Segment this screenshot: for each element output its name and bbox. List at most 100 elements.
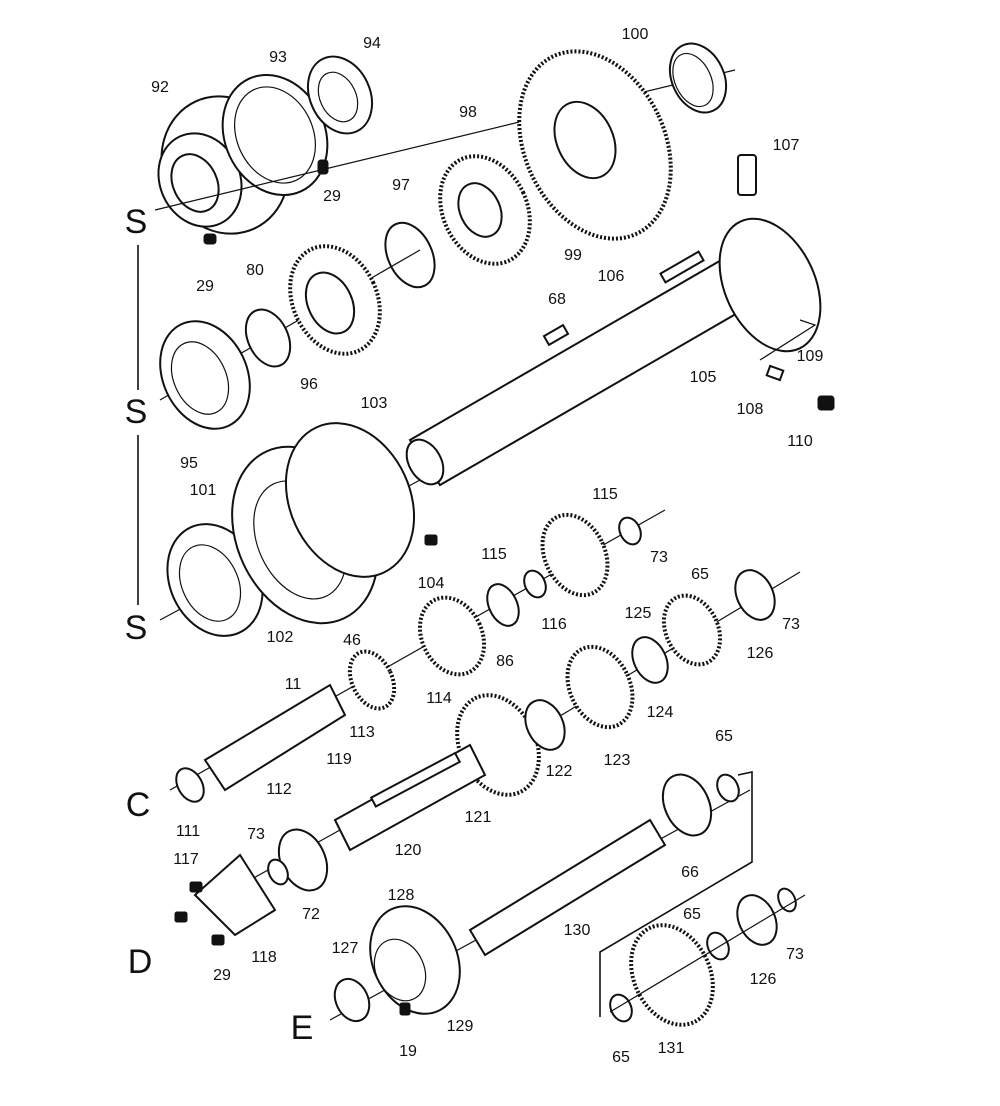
- gear-116: [540, 512, 610, 598]
- part-callout-65: 65: [715, 728, 733, 745]
- part-callout-72: 72: [302, 906, 320, 923]
- part-callout-117: 117: [173, 851, 199, 868]
- gear-114: [417, 595, 487, 677]
- part-callout-65: 65: [683, 906, 701, 923]
- part-callout-131: 131: [657, 1040, 685, 1057]
- part-callout-124: 124: [646, 704, 674, 721]
- ring-86: [486, 583, 520, 627]
- bearing-95: [159, 320, 251, 430]
- group-letter-s3: S: [124, 609, 148, 647]
- part-callout-66: 66: [681, 864, 699, 881]
- part-callout-29: 29: [213, 967, 231, 984]
- shaft-112: [175, 683, 347, 803]
- shaft-120: [333, 743, 487, 852]
- gear-113: [347, 649, 397, 711]
- screw-19-icon: [399, 1002, 411, 1016]
- part-callout-116: 116: [541, 616, 567, 633]
- washers-115: [523, 516, 642, 599]
- part-callout-68: 68: [548, 291, 566, 308]
- part-callout-92: 92: [151, 79, 169, 96]
- part-callout-121: 121: [464, 809, 492, 826]
- detent-108-109-110: [759, 319, 835, 411]
- gear-125: [661, 593, 723, 667]
- part-callout-80: 80: [246, 262, 264, 279]
- rings-65-lower: [609, 931, 730, 1023]
- part-callout-73: 73: [247, 826, 265, 843]
- ring-65-upper: [716, 773, 740, 803]
- part-callout-86: 86: [496, 653, 514, 670]
- group-letter-e: E: [290, 1009, 314, 1047]
- part-callout-97: 97: [392, 177, 410, 194]
- part-callout-107: 107: [772, 137, 800, 154]
- part-callout-127: 127: [331, 940, 359, 957]
- housing-103: [284, 422, 416, 578]
- part-callout-95: 95: [180, 455, 198, 472]
- part-callout-113: 113: [349, 724, 375, 741]
- part-callout-93: 93: [269, 49, 287, 66]
- flange-128-129: [369, 905, 461, 1015]
- part-callout-118: 118: [251, 949, 277, 966]
- part-callout-130: 130: [563, 922, 591, 939]
- group-letter-s2: S: [124, 393, 148, 431]
- part-callout-109: 109: [796, 348, 824, 365]
- ring-73-lower: [777, 887, 797, 913]
- part-callout-65: 65: [612, 1049, 630, 1066]
- part-callout-112: 112: [266, 781, 292, 798]
- part-callout-115: 115: [481, 546, 507, 563]
- part-callout-111: 111: [175, 823, 201, 840]
- part-callout-120: 120: [394, 842, 422, 859]
- part-callout-103: 103: [360, 395, 388, 412]
- part-callout-73: 73: [786, 946, 804, 963]
- part-callout-125: 125: [624, 605, 652, 622]
- bearing-126: [734, 569, 776, 621]
- part-callout-119: 119: [326, 751, 352, 768]
- bushing-122: [524, 699, 566, 751]
- bolt-104-icon: [424, 534, 438, 546]
- spacer-124: [631, 636, 669, 684]
- part-callout-110: 110: [787, 433, 813, 450]
- part-callout-29: 29: [196, 278, 214, 295]
- part-callout-73: 73: [650, 549, 668, 566]
- part-callout-114: 114: [426, 690, 452, 707]
- ring-73: [267, 858, 289, 886]
- part-callout-128: 128: [387, 887, 415, 904]
- part-callout-100: 100: [621, 26, 649, 43]
- cover-117-118: [193, 853, 277, 937]
- seal-127: [333, 977, 371, 1023]
- bearing-126-lower: [736, 894, 778, 946]
- spindle-105: [405, 217, 822, 487]
- lock-nut-94: [306, 55, 374, 135]
- part-callout-108: 108: [736, 401, 764, 418]
- part-callout-101: 101: [189, 482, 217, 499]
- group-letter-c: C: [125, 786, 151, 824]
- part-callout-65: 65: [691, 566, 709, 583]
- spline-shaft-130: [468, 818, 667, 957]
- part-callout-102: 102: [266, 629, 294, 646]
- snap-ring-97: [384, 221, 436, 289]
- bearing-housing-92: [157, 95, 290, 235]
- gear-123: [565, 644, 635, 730]
- screw-29-icon: [203, 159, 329, 245]
- gear-99: [517, 49, 673, 241]
- bearing-66: [661, 773, 713, 837]
- subassembly-bracket: [599, 771, 753, 1017]
- group-letter-d: D: [127, 943, 153, 981]
- bolts-29-icon: [174, 881, 225, 946]
- part-callout-46: 46: [343, 632, 361, 649]
- part-callout-123: 123: [603, 752, 631, 769]
- part-callout-104: 104: [417, 575, 445, 592]
- part-callout-129: 129: [446, 1018, 474, 1035]
- part-callout-122: 122: [545, 763, 573, 780]
- group-letter-s1: S: [124, 203, 148, 241]
- part-callout-99: 99: [564, 247, 582, 264]
- gear-98: [438, 154, 532, 266]
- ring-100: [668, 42, 728, 114]
- part-callout-98: 98: [459, 104, 477, 121]
- part-callout-11: 11: [284, 676, 302, 693]
- part-callout-29: 29: [323, 188, 341, 205]
- snap-ring-80: [244, 308, 292, 368]
- part-callout-96: 96: [300, 376, 318, 393]
- part-callout-115: 115: [592, 486, 618, 503]
- part-callout-126: 126: [749, 971, 777, 988]
